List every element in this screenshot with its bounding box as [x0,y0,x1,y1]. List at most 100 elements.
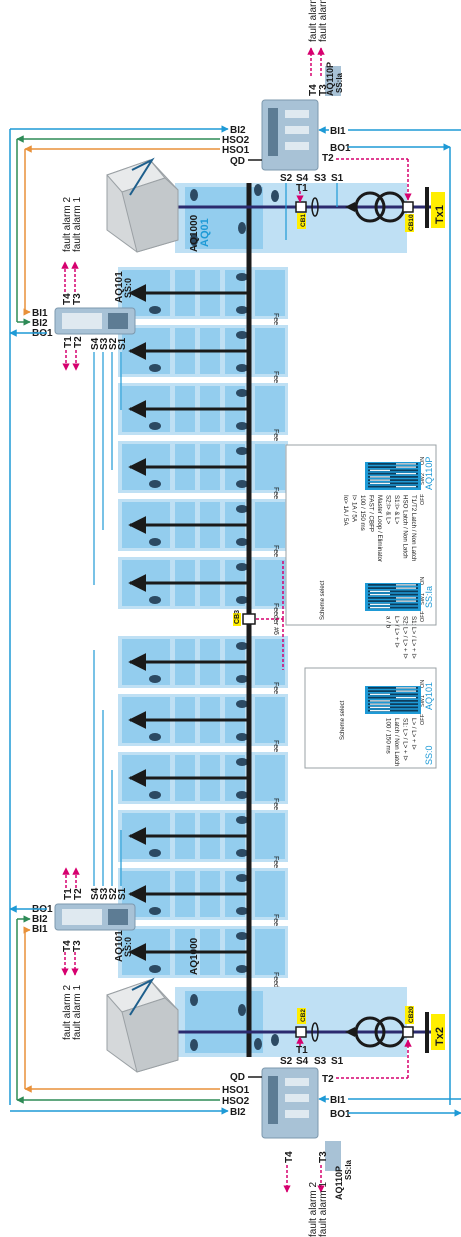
s1-top: S1 [331,173,344,184]
legend-ssia-dip-5 [368,597,418,599]
legend-ssia-scheme: Scheme select [320,580,326,620]
tx1-label-box [431,192,445,228]
top-feeder-label-6: Feeder #6 [272,603,279,635]
aq101-sub-bottom: SS:0 [123,937,133,957]
aq1000-label-top: AQ1000 [189,214,200,252]
cb3-label: CB3 [234,610,241,624]
aq101-fault-alarm-2-top: fault alarm 2 [62,197,73,252]
transformer-tx1-winding-1 [354,191,386,223]
t3-bottom: T3 [318,1151,329,1163]
aq1000-unit-bottom: AQ1000 [106,937,200,1073]
fault-alarm-2-bottom: fault alarm 2 [308,1182,319,1237]
t3-top: T3 [318,84,329,96]
aq101-name-top: AQ101 [114,271,125,303]
aq101-fault-alarm-1-top: fault alarm 1 [72,197,83,252]
legend-aq101-off: OFF [420,713,426,725]
legend-ssia-row-2: S2: L> / L> + I> [402,616,409,659]
t1-bottom: T1 [296,1045,308,1056]
qd-top: QD [230,156,245,167]
bo1-top: BO1 [330,143,351,154]
t1-top: T1 [296,183,308,194]
aq101-t4-top: T4 [62,293,73,305]
legend-aq101-dip-1 [368,687,418,689]
aq101-bi1-top: BI1 [32,308,48,319]
legend-aq101-dip-2 [368,690,418,692]
top-feeder-2: Feeder #2 [118,325,288,403]
legend-aq101-sw: SW1 [420,695,426,707]
legend-aq101-scheme: Scheme select [340,700,346,740]
aq110p-relay-top: AQ110P SS:Ia T3 T4 fault alarm 1 fault a… [9,0,461,1105]
s3-bottom: S3 [314,1056,327,1067]
legend-ssia-row-4: a / b [385,616,392,629]
t4-top: T4 [308,84,319,96]
legend-aq110p-dip-2 [368,466,418,468]
aq01-bus-label: AQ01 [199,218,211,247]
legend-aq101-sub: SS:0 [424,745,434,765]
aq1000-unit-top: AQ1000 [106,157,200,253]
aq101-bi2-bottom: BI2 [32,914,48,925]
top-incomer: Tx1 CB10 CB1 AQ01 [175,184,446,247]
legend-ssia-dip-4 [368,593,418,596]
aq101-t2-top: T2 [73,336,84,348]
legend-aq101-row-4: 100 / 150 ms [385,718,392,754]
aq101-s4-top: S4 [90,337,101,350]
legend-aq110p-row-2: HSO Latch / Non Latch [402,495,409,559]
aq110p-label-box-top [325,66,341,96]
legend-aq101-row-3: Latch / Non Latch [393,718,400,767]
legend-aq110p-row-4: S2:I> & L> [385,495,392,525]
legend-aq110p-sw2: SW2 [420,473,426,485]
legend-ssia-dip-3 [368,590,418,593]
fault-alarm-1-bottom: fault alarm 1 [318,1182,329,1237]
tx1-label: Tx1 [434,205,446,224]
aq110p-name-top: AQ110P [325,62,335,96]
t2-bottom: T2 [322,1074,334,1085]
aq110p-sub-bottom: SS:Ia [344,1159,353,1180]
aq101-s1-top: S1 [117,337,128,350]
legend-aq101-dip-6 [368,703,418,705]
t4-bottom: T4 [284,1151,295,1163]
legend-aq101-row-2: S1: L> / L> + I> [402,718,409,761]
aq101-t1-top: T1 [63,336,74,348]
aq101-s1-bottom: S1 [117,887,128,900]
hso1-bottom: HSO1 [222,1085,250,1096]
legend-aq101-dip-3 [368,693,418,696]
legend-aq110p-dip-4 [368,472,418,475]
tx2-label-box [431,1014,445,1050]
cb20-label: CB20 [408,1006,415,1023]
legend-aq110p-title: AQ110P [424,457,434,490]
bottom-feeder-4: Feeder #3 [118,810,288,888]
aq101-relay-top: AQ101 SS:0 T3 T4 fault alarm 1 fault ala… [9,197,136,585]
legend-ssia-dip-7 [368,603,418,606]
legend-ssia-title: SS:Ia [424,586,434,608]
legend-aq110p-dip-3 [368,469,418,472]
switchgear-panels: Feeder #1Feeder #2Feeder #3Feeder #4Feed… [118,183,407,1057]
legend-ssia-dip-2 [368,587,418,589]
aq101-s2-bottom: S2 [108,887,119,900]
legend-ssia-dip-6 [368,600,418,602]
cb2-label: CB2 [300,1009,307,1022]
aq101-s2-top: S2 [108,337,119,350]
legend-aq110p-row-1: T1/T2 Latch / Non Latch [410,495,417,562]
aq101-s3-bottom: S3 [99,887,110,900]
transformer-tx2-winding-1 [354,1016,386,1048]
legend-aq110p-row-5: Master Loop / Eliminator [376,495,383,562]
aq110p-name-bottom: AQ110P [334,1166,344,1200]
legend-aq110p-dip-1 [368,463,418,465]
legend-aq110p-row-8: I> 1A / 5A [351,495,358,523]
bi2-bottom: BI2 [230,1107,246,1118]
aq101-bi1-bottom: BI1 [32,924,48,935]
fault-alarm-1-top: fault alarm 1 [318,0,329,42]
aq101-t3-bottom: T3 [72,940,83,952]
bo1-bottom: BO1 [330,1109,351,1120]
top-feeder-5: Feeder #5 [118,499,288,577]
aq110p-label-box-bottom [325,1141,341,1171]
legend-aq110p-row-9: Io> 1A / 5A [342,495,349,526]
aq101-relay-bottom: AQ101 SS:0 T1 T2 S4 S3 S2 S1 BO1 BI2 BI1… [9,650,136,1040]
legend-aq110p-dip-5 [368,476,418,478]
legend-ssia-row-1: S1: L> / L> + I> [410,616,417,659]
top-feeder-4: Feeder #4 [118,441,288,519]
aq1000-label-bottom: AQ1000 [189,937,200,975]
top-feeder-3: Feeder #3 [118,383,288,461]
legend-ssia-sw1: SW1 [420,593,426,605]
legend-aq110p-dip-6 [368,479,418,481]
